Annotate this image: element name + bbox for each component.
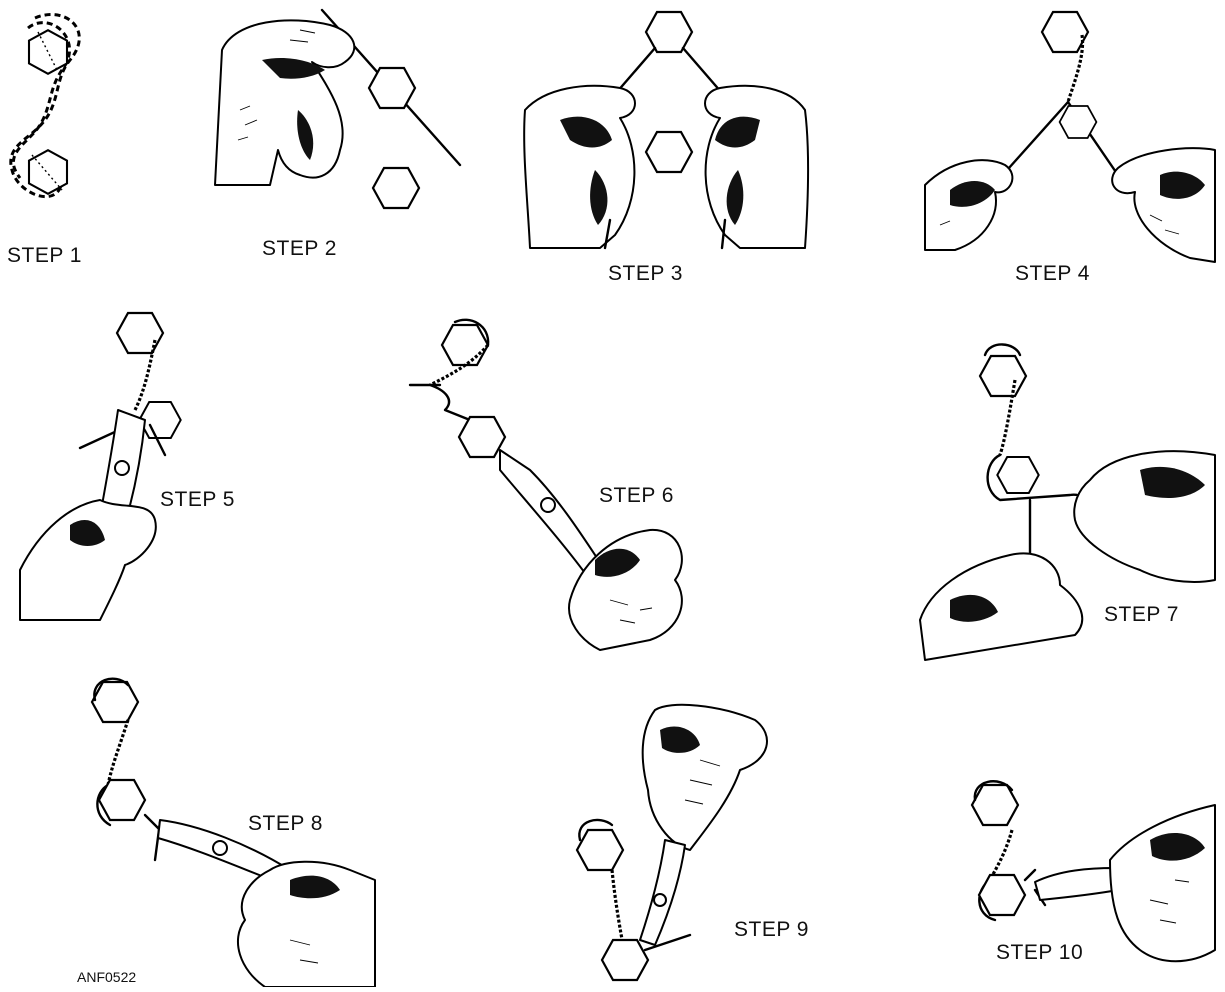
bolt-head-lower (29, 150, 67, 194)
step-1-label: STEP 1 (7, 244, 82, 268)
step-8-label: STEP 8 (248, 812, 323, 836)
bolt-head-lower (99, 780, 145, 820)
figure-code: ANF0522 (77, 969, 136, 985)
wire-cutters (1035, 868, 1118, 900)
bolt-head-lower (602, 940, 648, 980)
bolt-head-lower (459, 417, 505, 457)
step-10-label: STEP 10 (996, 941, 1083, 965)
bolt-head-lower (997, 457, 1038, 493)
pliers (500, 450, 605, 580)
step-9-label: STEP 9 (734, 918, 809, 942)
bolt-head-upper (577, 830, 623, 870)
step-10-illustration (972, 781, 1215, 961)
bolt-head-upper (980, 356, 1026, 396)
step-4-label: STEP 4 (1015, 262, 1090, 286)
step-5-label: STEP 5 (160, 488, 235, 512)
bolt-head-lower (646, 132, 692, 172)
step-6-label: STEP 6 (599, 484, 674, 508)
bolt-head-lower (1060, 106, 1097, 138)
bolt-head-lower (979, 875, 1025, 915)
step-8-illustration (92, 679, 375, 987)
bolt-head-upper (92, 682, 138, 722)
step-2-label: STEP 2 (262, 237, 337, 261)
bolt-head-upper (29, 30, 67, 74)
bolt-head-upper (117, 313, 163, 353)
step-7-label: STEP 7 (1104, 603, 1179, 627)
pliers (640, 840, 685, 945)
bolt-head-upper (646, 12, 692, 52)
bolt-head-upper (442, 325, 488, 365)
step-3-illustration (524, 12, 808, 248)
step-1-illustration (11, 14, 80, 196)
bolt-head-lower (373, 168, 419, 208)
step-3-label: STEP 3 (608, 262, 683, 286)
bolt-head-upper (369, 68, 415, 108)
step-2-illustration (215, 10, 460, 208)
bolt-head-upper (972, 785, 1018, 825)
step-4-illustration (925, 12, 1215, 262)
step-5-illustration (20, 313, 181, 620)
